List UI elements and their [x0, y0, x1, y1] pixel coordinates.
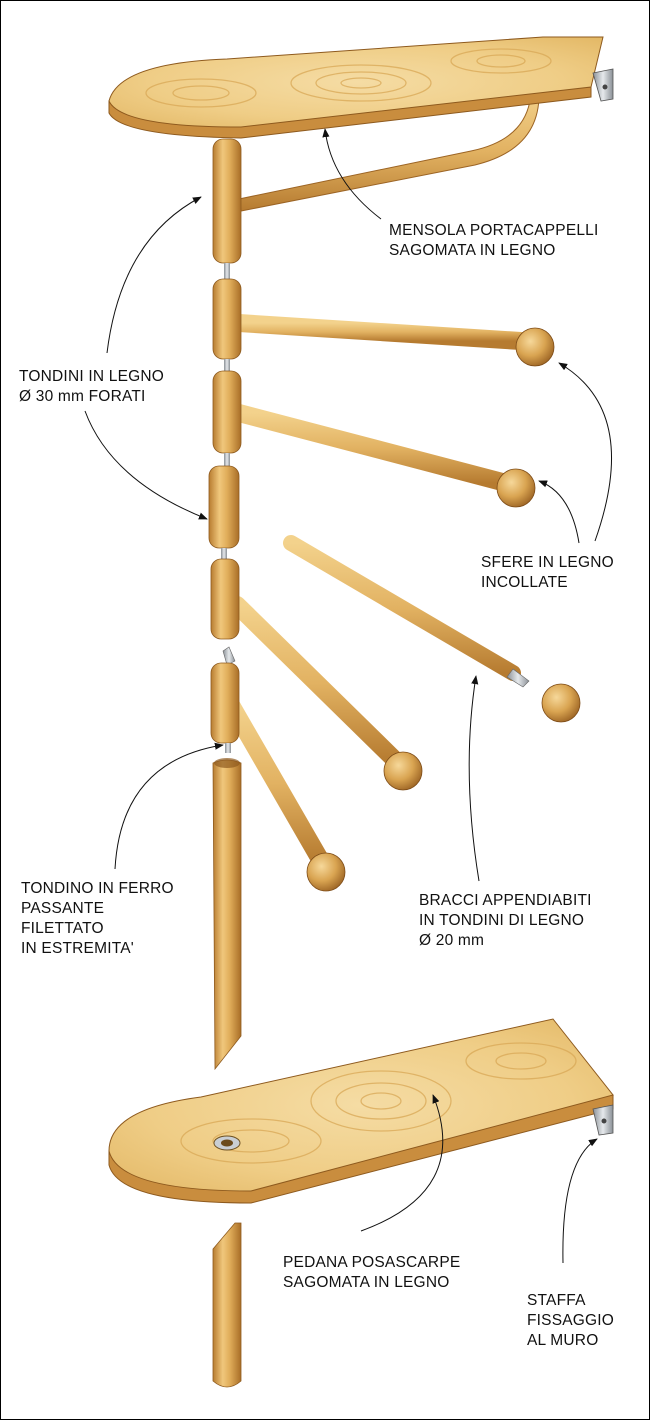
iron-rod-gap-1 [224, 263, 230, 281]
top-wall-bracket [592, 68, 614, 102]
leader-rods-down [84, 410, 208, 520]
wooden-rod-segment-4 [208, 465, 240, 549]
wooden-rod-segment-1 [212, 138, 242, 264]
wooden-rod-segment-6 [210, 662, 240, 744]
long-lower-rod [212, 759, 242, 1071]
label-footrest-line-1: PEDANA POSASCARPE [283, 1254, 461, 1271]
leader-sphere-lower [538, 480, 580, 544]
leader-iron-rod [114, 742, 224, 870]
leader-rods-up [106, 196, 202, 354]
sphere-2 [496, 468, 536, 508]
label-shelf: MENSOLA PORTACAPPELLI SAGOMATA IN LEGNO [389, 221, 599, 261]
label-spheres-line-2: INCOLLATE [481, 574, 568, 591]
leader-shelf [322, 128, 382, 220]
label-iron-rod-line-3: FILETTATO [21, 920, 104, 937]
iron-rod-gap-6 [225, 743, 231, 753]
label-iron-rod: TONDINO IN FERRO PASSANTE FILETTATO IN E… [21, 879, 174, 959]
label-footrest-line-2: SAGOMATA IN LEGNO [283, 1274, 450, 1291]
iron-rod-gap-4 [221, 548, 227, 562]
shelf-wood-grain [145, 48, 552, 108]
leader-bracket [562, 1138, 598, 1264]
bottom-wall-bracket [592, 1104, 614, 1136]
label-bracket-line-2: FISSAGGIO [527, 1312, 615, 1329]
arm-3 [228, 596, 405, 770]
arm-2 [230, 404, 515, 492]
label-arms-line-2: IN TONDINI DI LEGNO [419, 912, 585, 929]
sphere-3 [383, 751, 423, 791]
iron-rod-gap-2 [224, 359, 230, 373]
wooden-rod-segment-3 [212, 370, 242, 454]
leader-arms [468, 675, 480, 882]
label-rods: TONDINI IN LEGNO Ø 30 mm FORATI [19, 367, 164, 407]
label-bracket-line-3: AL MURO [527, 1332, 599, 1349]
top-shelf [108, 36, 614, 212]
label-shelf-line-1: MENSOLA PORTACAPPELLI [389, 222, 599, 239]
sphere-1 [515, 327, 555, 367]
label-arms-line-1: BRACCI APPENDIABITI [419, 892, 592, 909]
wooden-rod-segment-2 [212, 278, 242, 360]
sphere-4 [306, 852, 346, 892]
label-bracket-line-1: STAFFA [527, 1292, 586, 1309]
label-footrest: PEDANA POSASCARPE SAGOMATA IN LEGNO [283, 1253, 460, 1293]
label-bracket: STAFFA FISSAGGIO AL MURO [527, 1291, 614, 1351]
arm-1 [230, 314, 530, 350]
footrest-hole [213, 1135, 241, 1151]
detached-sphere [541, 683, 581, 723]
label-iron-rod-line-4: IN ESTREMITA' [21, 940, 134, 957]
label-iron-rod-line-2: PASSANTE [21, 900, 105, 917]
bottom-rod-stub [212, 1222, 242, 1388]
footrest-wood-grain [180, 1042, 577, 1164]
arm-4 [222, 696, 330, 870]
iron-rod-tip [222, 646, 236, 666]
leader-lines [84, 128, 612, 1264]
label-iron-rod-line-1: TONDINO IN FERRO [21, 880, 174, 897]
label-spheres-line-1: SFERE IN LEGNO [481, 554, 614, 571]
wooden-rod-segment-5 [210, 558, 240, 640]
iron-rod-gap-3 [224, 453, 230, 469]
label-shelf-line-2: SAGOMATA IN LEGNO [389, 242, 556, 259]
label-spheres: SFERE IN LEGNO INCOLLATE [481, 553, 614, 593]
label-rods-line-1: TONDINI IN LEGNO [19, 368, 165, 385]
footrest-board [108, 1018, 614, 1204]
leader-footrest [360, 1094, 444, 1232]
leader-sphere-upper [558, 362, 612, 542]
label-arms: BRACCI APPENDIABITI IN TONDINI DI LEGNO … [419, 891, 592, 951]
detached-arm-metal-tip [506, 668, 530, 688]
label-arms-line-3: Ø 20 mm [419, 932, 485, 949]
label-rods-line-2: Ø 30 mm FORATI [19, 388, 146, 405]
detached-arm [283, 535, 521, 681]
